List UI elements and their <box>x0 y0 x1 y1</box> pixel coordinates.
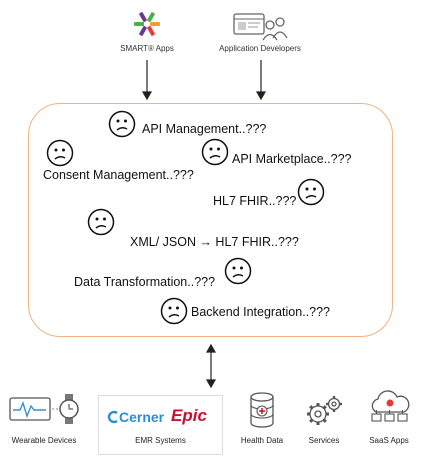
wearable-devices: Wearable Devices <box>4 390 84 450</box>
developers-icon <box>233 13 288 41</box>
saas-apps: SaaS Apps <box>358 390 420 450</box>
saas-apps-label: SaaS Apps <box>369 436 409 445</box>
sad-face-icon <box>297 178 325 206</box>
integration-challenges-box <box>28 103 393 337</box>
sad-face-icon <box>201 138 229 166</box>
sad-face-icon <box>224 257 252 285</box>
services: Services <box>298 390 350 450</box>
xml-json-to-fhir-label: XML/ JSON → HL7 FHIR..??? <box>130 235 299 249</box>
wearable-devices-label: Wearable Devices <box>11 436 77 445</box>
arrow-box-to-bottom <box>205 343 217 389</box>
sad-face-icon <box>160 297 188 325</box>
consent-management-label: Consent Management..??? <box>43 168 194 182</box>
wearable-devices-icon <box>9 394 79 424</box>
health-data-label: Health Data <box>240 436 284 445</box>
hl7-fhir-label: HL7 FHIR..??? <box>213 194 297 208</box>
sad-face-icon <box>46 139 74 167</box>
services-label: Services <box>308 436 340 445</box>
gears-icon <box>307 396 342 425</box>
cloud-apps-icon <box>371 390 410 422</box>
database-icon <box>250 392 274 428</box>
smart-logo-icon <box>134 12 160 36</box>
sad-face-icon <box>108 110 136 138</box>
application-developers: Application Developers <box>210 8 310 58</box>
api-marketplace-label: API Marketplace..??? <box>232 152 352 166</box>
cerner-text: Cerner <box>119 409 165 425</box>
health-data: Health Data <box>232 390 292 450</box>
data-transformation-label: Data Transformation..??? <box>74 275 216 289</box>
arrow-smart-to-box <box>141 60 153 101</box>
cerner-mark-icon <box>107 410 118 424</box>
arrow-developers-to-box <box>255 60 267 101</box>
app-developers-label: Application Developers <box>219 44 301 53</box>
smart-apps-label: SMART® Apps <box>120 44 174 53</box>
emr-systems-label: EMR Systems <box>135 436 186 445</box>
sad-face-icon <box>87 208 115 236</box>
epic-logo: Epic <box>171 406 207 425</box>
api-management-label: API Management..??? <box>142 122 267 136</box>
emr-systems: Cerner Epic EMR Systems <box>98 395 223 455</box>
smart-apps: SMART® Apps <box>112 8 182 58</box>
backend-integration-label: Backend Integration..??? <box>191 305 330 319</box>
